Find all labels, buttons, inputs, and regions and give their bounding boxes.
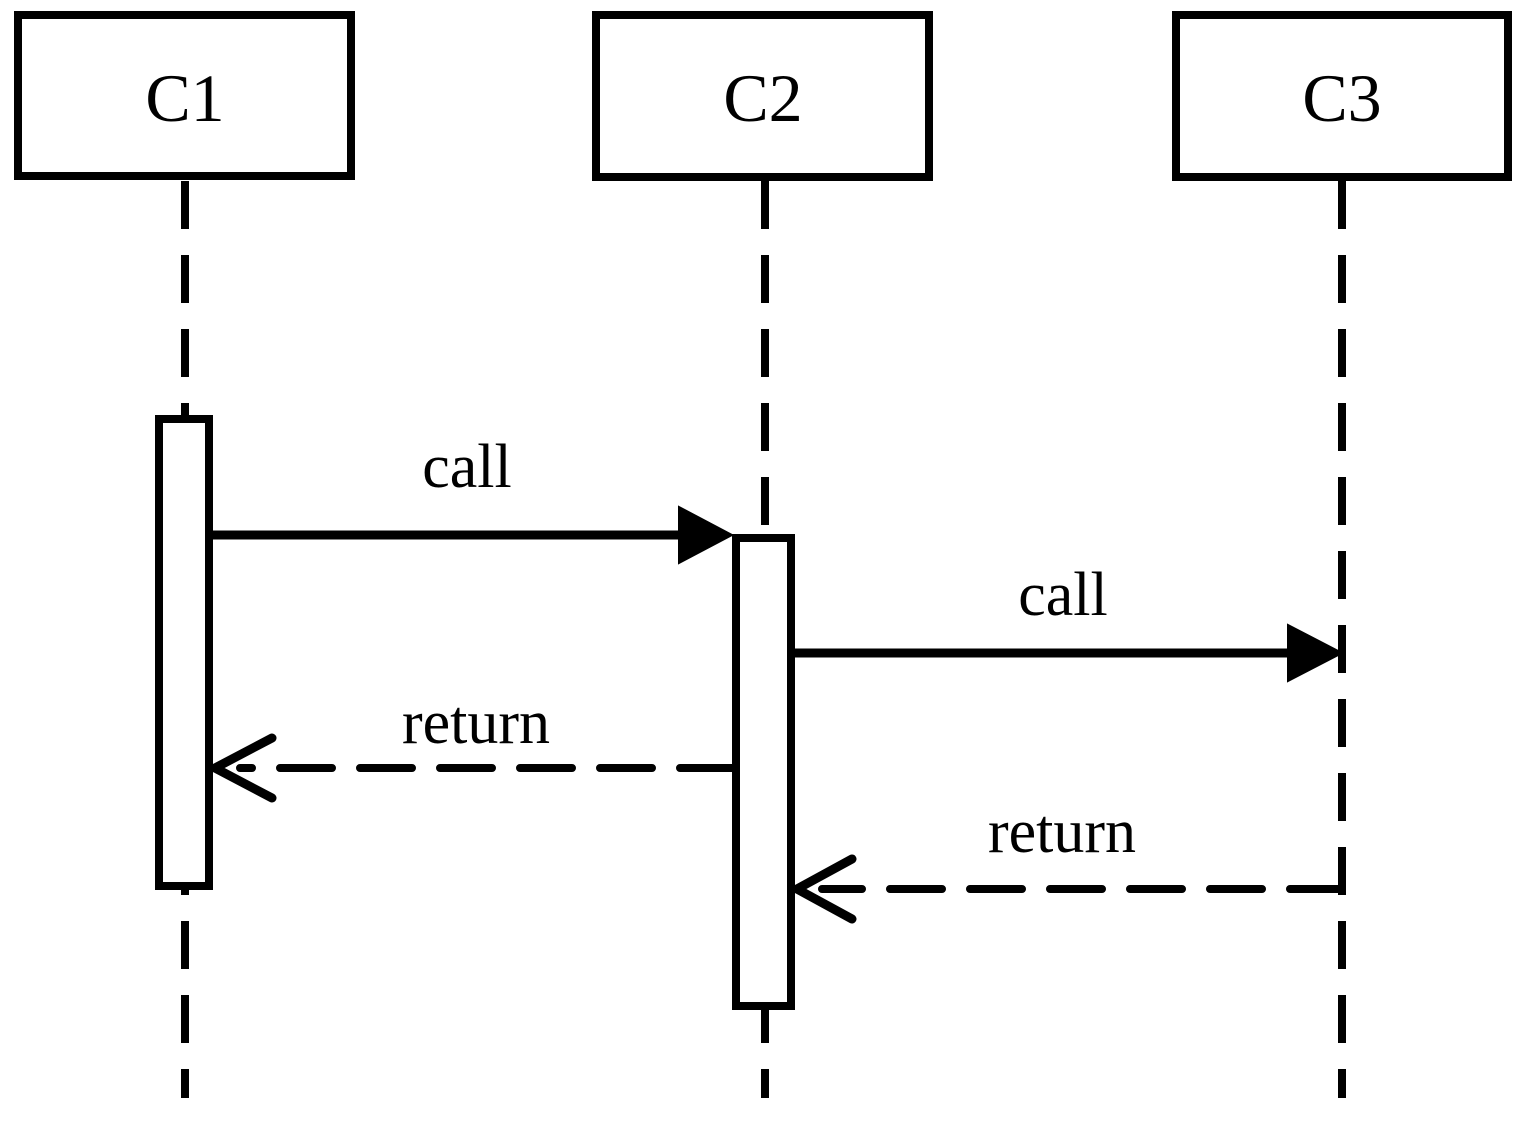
participant-box-c1[interactable]: C1 <box>14 11 355 180</box>
message-label-return-c3-c2: return <box>988 798 1136 866</box>
participant-label-c1: C1 <box>145 60 224 136</box>
message-return-c3-c2[interactable]: return <box>787 798 1346 924</box>
participant-box-c3[interactable]: C3 <box>1172 11 1512 181</box>
activation-bar-c1[interactable] <box>155 415 213 890</box>
message-label-return-c2-c1: return <box>402 689 550 757</box>
participant-box-c2[interactable]: C2 <box>592 11 933 181</box>
message-label-call-c2-c3: call <box>1018 561 1108 629</box>
arrowhead-open-return-c3-c2 <box>787 854 857 924</box>
message-call-c1-c2[interactable]: call <box>213 433 735 565</box>
participant-label-c3: C3 <box>1302 60 1381 136</box>
participant-rect-c3 <box>1172 11 1512 181</box>
arrowhead-open-return-c2-c1 <box>205 733 277 803</box>
activation-bars-group <box>155 415 795 1010</box>
participant-rect-c2 <box>592 11 933 181</box>
participant-label-c2: C2 <box>723 60 802 136</box>
arrowhead-filled-call-c1-c2 <box>678 505 735 565</box>
arrowhead-filled-call-c2-c3 <box>1287 623 1345 683</box>
message-label-call-c1-c2: call <box>422 433 512 501</box>
message-call-c2-c3[interactable]: call <box>795 561 1345 683</box>
participant-rect-c1 <box>14 11 355 180</box>
message-return-c2-c1[interactable]: return <box>205 689 736 803</box>
activation-bar-c2[interactable] <box>732 534 795 1010</box>
